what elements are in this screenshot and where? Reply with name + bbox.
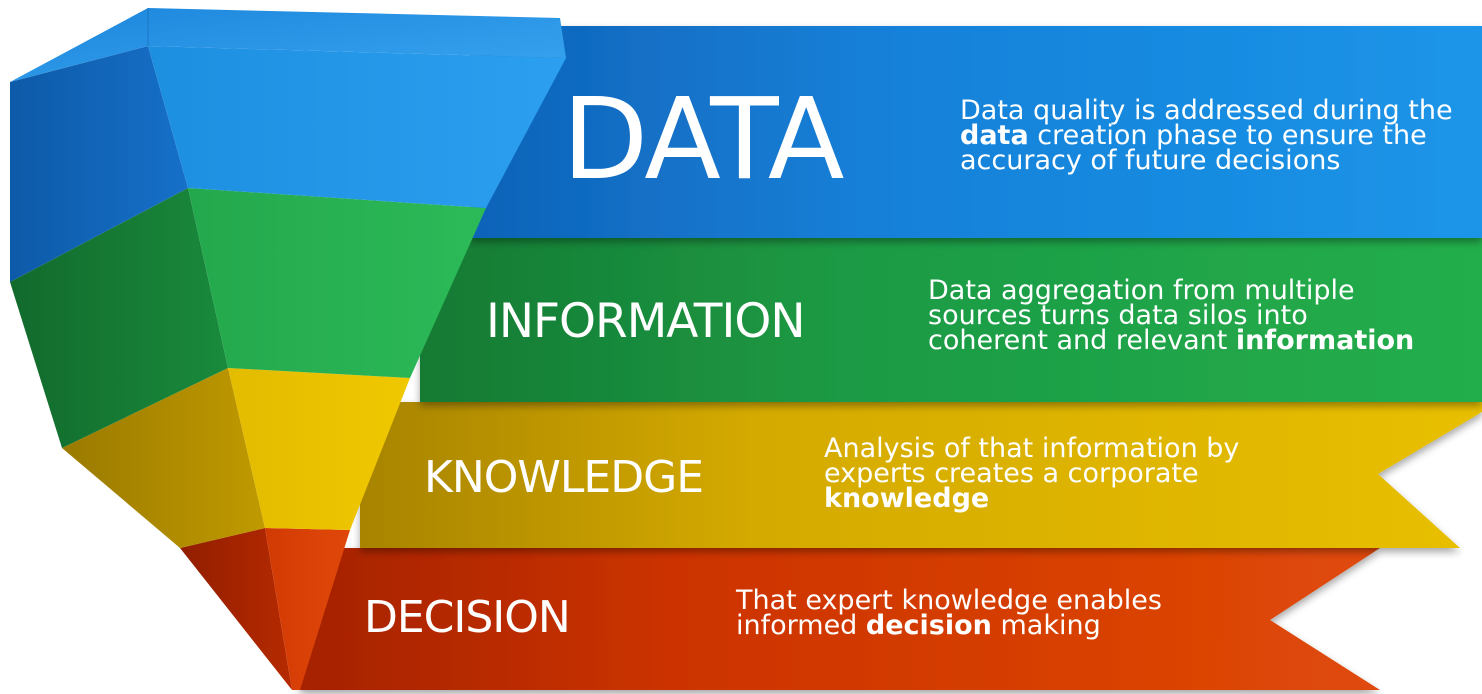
stage-title-information: INFORMATION (486, 294, 805, 349)
data-funnel-right (148, 46, 566, 208)
description-text: experts creates a corporate (824, 458, 1199, 490)
decision-band (300, 548, 1380, 690)
description-keyword: decision (865, 610, 992, 642)
description-line: Data aggregation from multiple (928, 275, 1414, 306)
description-keyword: data (960, 120, 1029, 152)
description-line: Data quality is addressed during the (960, 95, 1453, 126)
description-text: making (991, 610, 1101, 642)
description-line: informed decision making (736, 610, 1162, 642)
knowledge-funnel-right (228, 368, 410, 530)
decision-funnel-right (265, 528, 350, 690)
stage-title-decision: DECISION (364, 592, 571, 643)
knowledge-band (360, 402, 1482, 548)
description-text: creation phase to ensure the (1028, 120, 1427, 152)
description-keyword: knowledge (824, 483, 990, 515)
description-line: knowledge (824, 483, 1239, 515)
information-funnel-left (10, 188, 228, 448)
description-text: Analysis of that information by (824, 433, 1240, 464)
description-text: Data aggregation from multiple (928, 275, 1355, 306)
data-funnel-left (10, 46, 188, 282)
description-text: accuracy of future decisions (960, 145, 1341, 177)
funnel-top-rim (10, 8, 566, 82)
knowledge-funnel-left (62, 368, 265, 548)
description-text: That expert knowledge enables (736, 585, 1162, 616)
decision-funnel-left (180, 528, 292, 690)
description-line: That expert knowledge enables (736, 585, 1162, 616)
description-line: experts creates a corporate (824, 458, 1239, 490)
description-line: Analysis of that information by (824, 433, 1240, 464)
description-text: sources turns data silos into (928, 300, 1308, 332)
description-line: accuracy of future decisions (960, 145, 1453, 177)
information-funnel-right (188, 188, 486, 378)
stage-title-data: DATA (562, 75, 845, 205)
description-text: Data quality is addressed during the (960, 95, 1453, 126)
description-keyword: information (1235, 325, 1415, 357)
data-band (470, 26, 1482, 238)
stage-title-knowledge: KNOWLEDGE (424, 452, 704, 503)
description-text: informed (736, 610, 866, 642)
information-band (420, 238, 1482, 402)
description-line: coherent and relevant information (928, 325, 1415, 357)
description-line: sources turns data silos into (928, 300, 1414, 332)
description-text: coherent and relevant (928, 325, 1236, 357)
description-line: data creation phase to ensure the (960, 120, 1453, 152)
